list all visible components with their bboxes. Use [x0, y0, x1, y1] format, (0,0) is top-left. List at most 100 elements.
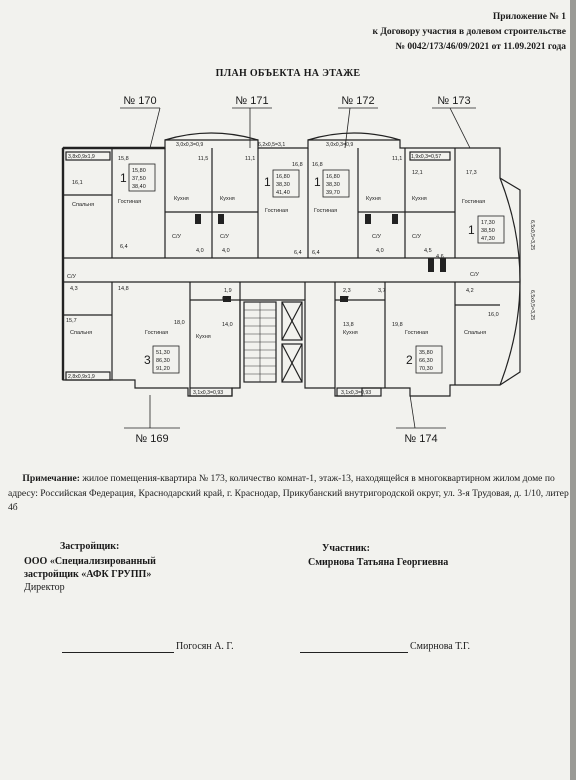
contract-label: к Договору участия в долевом строительст…: [372, 27, 567, 37]
apt-summary-173: 1 17,30 38,50 47,30: [468, 215, 505, 244]
room-name: С/У: [67, 274, 77, 280]
room-name: Кухня: [196, 334, 211, 340]
room-area: 4,0: [196, 248, 204, 254]
svg-text:17,30: 17,30: [481, 220, 495, 226]
developer-label: Застройщик:: [60, 541, 120, 552]
room-name: Кухня: [174, 196, 189, 202]
participant-signer: Смирнова Т.Г.: [410, 641, 470, 652]
room-name: Кухня: [366, 196, 381, 202]
page-edge: [570, 0, 576, 780]
room-name: Спальня: [70, 330, 92, 336]
room-area: 15,8: [118, 156, 129, 162]
developer-signer: Погосян А. Г.: [176, 641, 234, 652]
developer-position: Директор: [24, 582, 65, 593]
svg-text:66,30: 66,30: [419, 358, 433, 364]
apt-number-172: № 172: [341, 95, 374, 107]
svg-text:15,80: 15,80: [132, 168, 146, 174]
room-name: Гостиная: [314, 208, 337, 214]
room-area: 6,4: [120, 244, 128, 250]
room-name: Спальня: [464, 330, 486, 336]
contract-number: № 0042/173/46/09/2021 от 11.09.2021 года: [395, 42, 566, 52]
balcony-label: 3,8x0,9x1,9: [68, 154, 95, 160]
developer-org-line2: застройщик «АФК ГРУПП»: [24, 569, 152, 580]
apt-number-169: № 169: [135, 433, 168, 445]
room-area: 4,5: [424, 248, 432, 254]
elevator-shaft-2: [281, 343, 303, 383]
room-name: Гостиная: [265, 208, 288, 214]
plan-title: ПЛАН ОБЪЕКТА НА ЭТАЖЕ: [215, 68, 361, 79]
appendix-label: Приложение № 1: [492, 12, 566, 22]
participant-label: Участник:: [322, 543, 370, 554]
svg-text:51,30: 51,30: [156, 350, 170, 356]
svg-text:38,30: 38,30: [276, 182, 290, 188]
balcony-label: 3,1x0,3=0,93: [341, 390, 371, 396]
balcony-label: 6,5x0,5=3,25: [529, 290, 535, 320]
balcony-label: 2,8x0,9x1,9: [68, 374, 95, 380]
svg-text:38,40: 38,40: [132, 184, 146, 190]
participant-signature-line: [300, 652, 408, 653]
room-area: 15,7: [66, 318, 77, 324]
room-area: 3,7: [378, 288, 386, 294]
room-area: 14,0: [222, 322, 233, 328]
room-name: С/У: [470, 272, 480, 278]
room-name: Гостиная: [118, 199, 141, 205]
apt-number-174: № 174: [404, 433, 437, 445]
developer-org-line1: ООО «Специализированный: [24, 556, 156, 567]
room-area: 6,4: [294, 250, 302, 256]
room-area: 4,3: [70, 286, 78, 292]
balcony-label: 3,0x0,3=0,9: [176, 142, 203, 148]
svg-text:16,80: 16,80: [326, 174, 340, 180]
developer-signature-line: [62, 652, 174, 653]
floor-plan: № 170 № 171 № 172 № 173 № 169 № 174 3,8x…: [61, 95, 535, 445]
room-area: 2,3: [343, 288, 351, 294]
balcony-label: 6,5x0,5=3,25: [529, 220, 535, 250]
balcony-label: 6,2x0,5=3,1: [258, 142, 285, 148]
note-paragraph: Примечание: жилое помещения-квартира № 1…: [8, 472, 574, 516]
svg-text:86,30: 86,30: [156, 358, 170, 364]
room-area: 13,8: [343, 322, 354, 328]
balcony-label: 3,0x0,3=0,9: [326, 142, 353, 148]
room-area: 17,3: [466, 170, 477, 176]
bay-window-east: [499, 177, 521, 386]
bay-window-left: [164, 132, 259, 141]
svg-text:1: 1: [120, 171, 127, 185]
kitchen-fixtures: [195, 214, 446, 302]
svg-text:41,40: 41,40: [276, 190, 290, 196]
svg-text:70,30: 70,30: [419, 366, 433, 372]
room-area: 16,0: [488, 312, 499, 318]
room-area: 4,6: [436, 254, 444, 260]
room-area: 4,0: [222, 248, 230, 254]
room-name: Гостиная: [462, 199, 485, 205]
bay-window-right: [307, 132, 401, 141]
room-name: Кухня: [220, 196, 235, 202]
room-area: 11,1: [392, 156, 402, 162]
room-area: 1,9: [224, 288, 232, 294]
room-area: 18,0: [174, 320, 185, 326]
room-name: С/У: [340, 296, 350, 302]
room-name: С/У: [372, 234, 382, 240]
svg-text:47,30: 47,30: [481, 236, 495, 242]
room-area: 6,4: [312, 250, 320, 256]
room-area: 4,2: [466, 288, 474, 294]
svg-text:37,50: 37,50: [132, 176, 146, 182]
room-name: С/У: [412, 234, 422, 240]
svg-text:3: 3: [144, 353, 151, 367]
balcony-label: 1,9x0,3=0,57: [411, 154, 441, 160]
stair-treads: [244, 302, 276, 382]
balcony-label: 3,1x0,3=0,93: [193, 390, 223, 396]
apt-summary-171: 1 16,80 38,30 41,40: [264, 169, 300, 198]
svg-text:2: 2: [406, 353, 413, 367]
apt-summary-174: 2 35,80 66,30 70,30: [406, 345, 443, 374]
svg-text:39,70: 39,70: [326, 190, 340, 196]
room-name: С/У: [220, 234, 230, 240]
svg-text:1: 1: [468, 223, 475, 237]
elevator-shaft: [281, 301, 303, 341]
apt-number-170: № 170: [123, 95, 156, 107]
room-area: 4,0: [376, 248, 384, 254]
svg-text:16,80: 16,80: [276, 174, 290, 180]
svg-text:91,20: 91,20: [156, 366, 170, 372]
room-name: Кухня: [412, 196, 427, 202]
svg-text:1: 1: [264, 175, 271, 189]
room-area: 14,8: [118, 286, 129, 292]
note-text: жилое помещения-квартира № 173, количест…: [8, 473, 569, 513]
